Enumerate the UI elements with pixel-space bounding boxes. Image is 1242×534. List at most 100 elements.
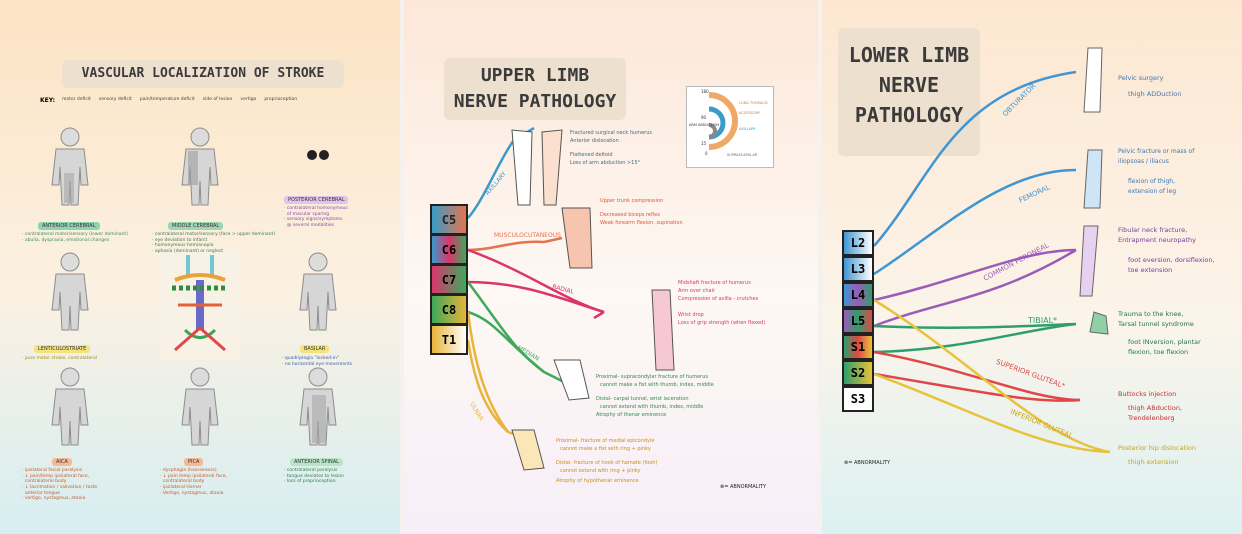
tibial-note-4: flexion, toe flexion	[1128, 348, 1189, 356]
radial-note-3: Compression of axilla - crutches	[678, 296, 759, 302]
axillary-note-3: Flattened deltoid	[570, 152, 613, 158]
ulnar-note-2: cannot make a fist with ring + pinky	[560, 446, 651, 452]
median-note-3: Distal- carpal tunnel, wrist laceration	[596, 396, 689, 402]
inf-gluteal-note-1: Posterior hip dislocation	[1118, 444, 1197, 452]
posterior-cerebral-desc: · contralateral homonymous of macular sp…	[284, 206, 348, 228]
peroneal-note-1: Fibular neck fracture,	[1118, 226, 1188, 234]
femoral-note-4: extension of leg	[1128, 188, 1177, 195]
tibial-note-3: foot INversion, plantar	[1128, 338, 1201, 346]
lower-title-line2: NERVE	[878, 73, 940, 97]
radial-note-2: Arm over chair	[678, 288, 716, 294]
anterior-cerebral-desc: · contralateral motor/sensory (lower dom…	[22, 232, 128, 243]
lower-title-line1: LOWER LIMB	[848, 43, 970, 67]
tibial-note-1: Trauma to the knee,	[1118, 310, 1184, 318]
peroneal-note-2: Entrapment neuropathy	[1118, 236, 1196, 244]
root-c7: C7	[430, 264, 468, 295]
inset-axis-label: ARM ABDUCTION	[689, 123, 719, 127]
axillary-note-2: Anterior dislocation	[570, 138, 619, 144]
root-l4: L4	[842, 282, 874, 308]
anterior-cerebral-figure	[51, 127, 89, 206]
inset-180: 180	[701, 89, 709, 94]
stroke-infographic-panel: VASCULAR LOCALIZATION OF STROKE KEY: mot…	[0, 0, 400, 534]
musculo-note-3: Weak forearm flexion, supination	[600, 220, 683, 226]
lower-nerve-lines	[873, 47, 1111, 454]
aica-label: AICA	[52, 458, 72, 466]
pica-label: PICA	[184, 458, 204, 466]
axillary-note-1: Fractured surgical neck humerus	[570, 130, 652, 136]
sup-gluteal-note-1: Buttocks injection	[1118, 390, 1177, 398]
basilar-figure	[299, 252, 337, 331]
ulnar-note-3: Distal- fracture of hook of hamate (fooh…	[556, 460, 658, 466]
inf-gluteal-note-2: thigh extension	[1128, 458, 1179, 466]
lower-abnormal-icon: ⊗	[844, 460, 849, 466]
aica-desc: · ipsilateral facial paralysis · ↓ pain/…	[22, 468, 98, 502]
root-c5: C5	[430, 204, 468, 235]
lower-limb-title: LOWER LIMB NERVE PATHOLOGY	[838, 28, 980, 156]
anterior-spinal-label: ANTERIOR SPINAL	[290, 458, 343, 466]
key-pain: pain/temperature deficit	[139, 97, 195, 102]
radial-note-5: Loss of grip strength (when flexed)	[678, 320, 766, 326]
nerve-label-musculocutaneous: MUSCULOCUTANEOUS	[494, 232, 561, 239]
stroke-title: VASCULAR LOCALIZATION OF STROKE	[62, 60, 344, 88]
pica-desc: · dysphagia (hoarseness) · ↓ pain temp i…	[160, 468, 227, 496]
basilar-label: BASILAR	[300, 345, 330, 353]
key-vertigo: vertigo	[240, 97, 257, 102]
femoral-note-2: iliopsoas / iliacus	[1118, 158, 1169, 165]
root-l2: L2	[842, 230, 874, 256]
inset-15: 15	[701, 141, 707, 146]
posterior-cerebral-label: POSTERIOR CEREBRAL	[284, 196, 349, 204]
median-note-4: cannot extend with thumb, index, middle	[600, 404, 704, 410]
upper-title-line1: UPPER LIMB	[480, 65, 590, 86]
femoral-note-1: Pelvic fracture or mass of	[1118, 148, 1195, 155]
upper-nerve-lines	[466, 126, 675, 471]
median-note-1: Proximal- supracondylar fracture of hume…	[596, 374, 709, 380]
root-t1: T1	[430, 324, 468, 355]
upper-abnormal-icon: ⊗	[720, 484, 725, 490]
upper-limb-panel: UPPER LIMB NERVE PATHOLOGY 180 90 15 0 A…	[404, 0, 818, 534]
radial-note-4: Wrist drop	[678, 312, 704, 318]
stroke-figures	[51, 127, 337, 446]
median-note-2: cannot make a fist with thumb, index, mi…	[600, 382, 714, 388]
inset-0: 0	[705, 151, 708, 156]
lower-title-line3: PATHOLOGY	[854, 103, 964, 127]
inset-90: 90	[701, 115, 707, 120]
anterior-spinal-desc: · contralateral paralysis · tongue devia…	[284, 468, 344, 485]
key-sensory: sensory deficit	[98, 97, 132, 102]
root-l5: L5	[842, 308, 874, 334]
axillary-note-4: Loss of arm abduction >15°	[570, 160, 641, 166]
obturator-note-2: thigh ADDuction	[1128, 90, 1182, 98]
femoral-note-3: flexion of thigh,	[1128, 178, 1175, 185]
upper-limb-title: UPPER LIMB NERVE PATHOLOGY	[444, 58, 626, 120]
basilar-desc: · quadriplegia "locked-in" · no horizont…	[282, 356, 353, 367]
upper-legend: ⊗= ABNORMALITY	[720, 484, 766, 490]
upper-title-line2: NERVE PATHOLOGY	[453, 91, 617, 112]
lenticulostriate-desc: · pure motor stroke, contralateral	[22, 356, 97, 361]
lower-legend-text: = ABNORMALITY	[848, 460, 891, 466]
upper-legend-text: = ABNORMALITY	[724, 484, 767, 490]
inset-tag-suprascapular: SUPRASCAPULAR	[727, 153, 758, 157]
median-note-5: Atrophy of thenar eminence	[596, 412, 667, 418]
ulnar-note-5: Atrophy of hypothenar eminence	[556, 478, 639, 484]
key-proprioception: proprioception	[264, 97, 298, 102]
root-l3: L3	[842, 256, 874, 282]
root-c8: C8	[430, 294, 468, 325]
key-motor: motor deficit	[62, 97, 91, 102]
peroneal-note-4: toe extension	[1128, 266, 1173, 274]
middle-cerebral-desc: · contralateral motor/sensory (face > up…	[152, 232, 275, 254]
middle-cerebral-figure	[181, 127, 219, 206]
circle-of-willis-diagram	[160, 250, 240, 360]
pica-figure	[181, 367, 219, 446]
arm-abduction-inset: 180 90 15 0 ARM ABDUCTION LONG THORACIC …	[686, 86, 774, 168]
musculo-note-2: Decreased biceps reflex	[600, 212, 661, 218]
root-s1: S1	[842, 334, 874, 360]
aica-figure	[51, 367, 89, 446]
nerve-label-tibial: TIBIAL*	[1028, 316, 1058, 325]
sup-gluteal-note-2: thigh ABduction,	[1128, 404, 1183, 412]
root-s3: S3	[842, 386, 874, 412]
inset-tag-accessory: ACCESSORY	[739, 111, 760, 115]
obturator-note-1: Pelvic surgery	[1118, 74, 1164, 82]
ulnar-note-4: cannot extend with ring + pinky	[560, 468, 641, 474]
ulnar-note-1: Proximal- fracture of medial epicondyle	[556, 438, 655, 444]
musculo-note-1: Upper trunk compression	[600, 198, 664, 204]
inset-tag-axillary: AXILLARY	[739, 127, 756, 131]
